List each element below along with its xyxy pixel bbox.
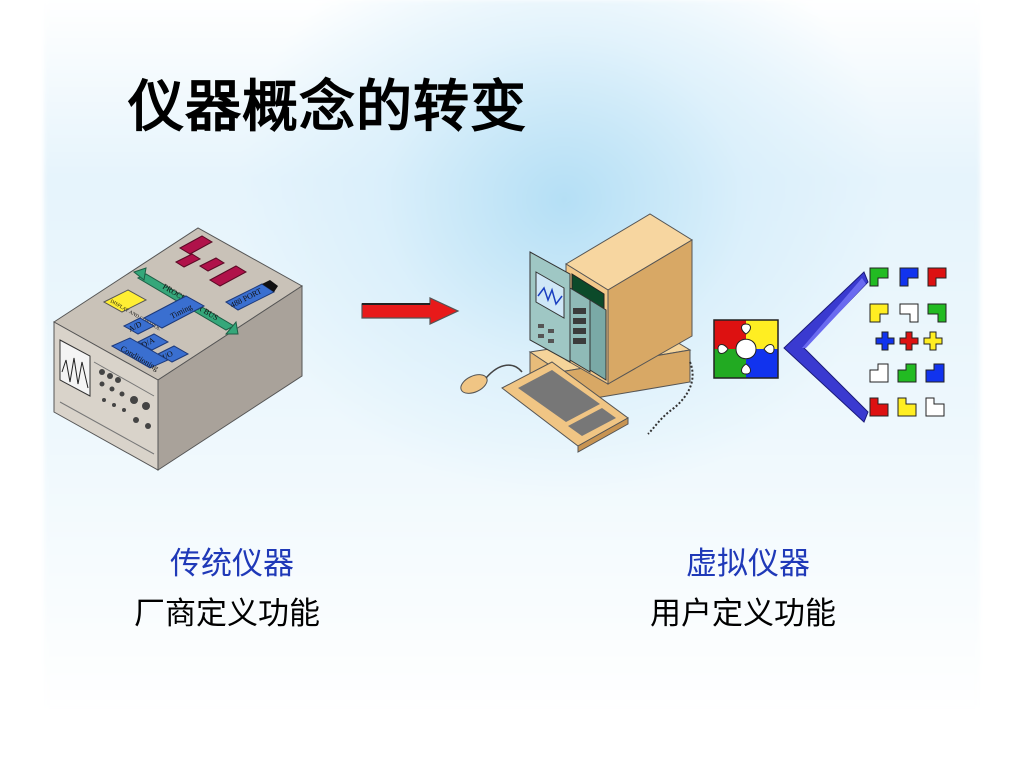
virtual-instrument-desc: 用户定义功能 [650,596,836,632]
computer-illustration [460,213,694,453]
transition-arrow-icon [361,297,460,325]
puzzle-icon [713,319,779,379]
traditional-instrument-desc: 厂商定义功能 [134,596,320,632]
traditional-instrument-name: 传统仪器 [170,546,294,582]
traditional-instrument-illustration: PROCESSOR BUS DISPLAY AND CONTROL 488 PO… [53,227,303,471]
puzzle-pieces-icon [869,267,947,417]
virtual-instrument-name: 虚拟仪器 [686,546,810,582]
assembly-arrow-icon [783,271,869,423]
page-title: 仪器概念的转变 [128,75,527,140]
